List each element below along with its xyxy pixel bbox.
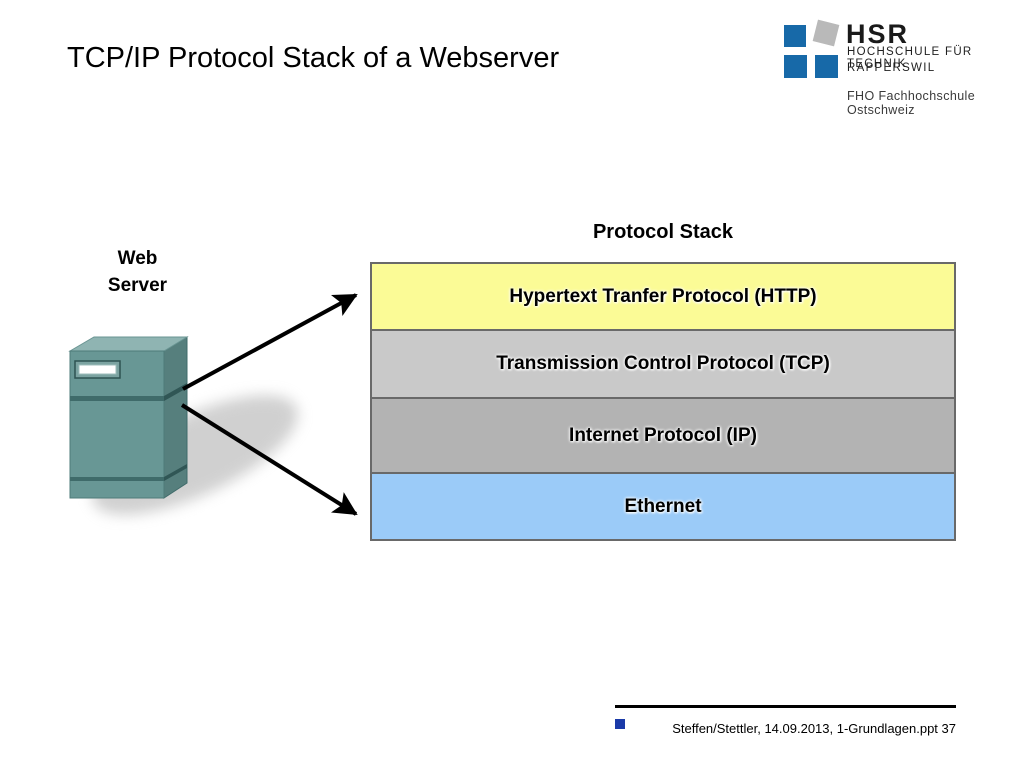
logo-square-icon xyxy=(815,55,838,78)
server-slot xyxy=(78,364,117,375)
server-groove-side xyxy=(164,383,187,401)
layer-tcp: Transmission Control Protocol (TCP) xyxy=(370,329,956,399)
layer-ethernet: Ethernet xyxy=(370,472,956,541)
footer-bullet-icon xyxy=(615,719,625,729)
arrow-to-ethernet xyxy=(180,403,358,516)
logo-subtitle-line2: RAPPERSWIL xyxy=(847,62,936,74)
logo-acronym: HSR xyxy=(846,19,910,49)
logo-subtitle-line1: HOCHSCHULE FÜR TECHNIK xyxy=(847,46,973,70)
logo-affiliation: FHO Fachhochschule Ostschweiz xyxy=(847,89,976,117)
server-diagram xyxy=(68,293,358,516)
web-server-label-line1: Web xyxy=(117,248,158,269)
logo-square-rotated-icon xyxy=(812,19,840,47)
web-server-label-line2: Server xyxy=(107,275,168,296)
arrow-to-http xyxy=(182,293,358,391)
protocol-stack: Hypertext Tranfer Protocol (HTTP) Transm… xyxy=(370,262,956,541)
footer-citation: Steffen/Stettler, 14.09.2013, 1-Grundlag… xyxy=(672,721,956,736)
layer-http: Hypertext Tranfer Protocol (HTTP) xyxy=(370,262,956,331)
server-groove xyxy=(70,396,164,401)
slide-title: TCP/IP Protocol Stack of a Webserver xyxy=(67,42,560,74)
logo-square-icon xyxy=(784,25,806,47)
server-base-groove xyxy=(70,477,164,481)
server-tower-icon xyxy=(68,336,189,499)
protocol-stack-title: Protocol Stack xyxy=(592,221,734,243)
footer-divider xyxy=(615,705,956,708)
logo-square-icon xyxy=(784,55,807,78)
web-server-label: Web Server xyxy=(60,245,215,299)
server-base-groove-side xyxy=(164,464,187,481)
layer-ip: Internet Protocol (IP) xyxy=(370,397,956,474)
